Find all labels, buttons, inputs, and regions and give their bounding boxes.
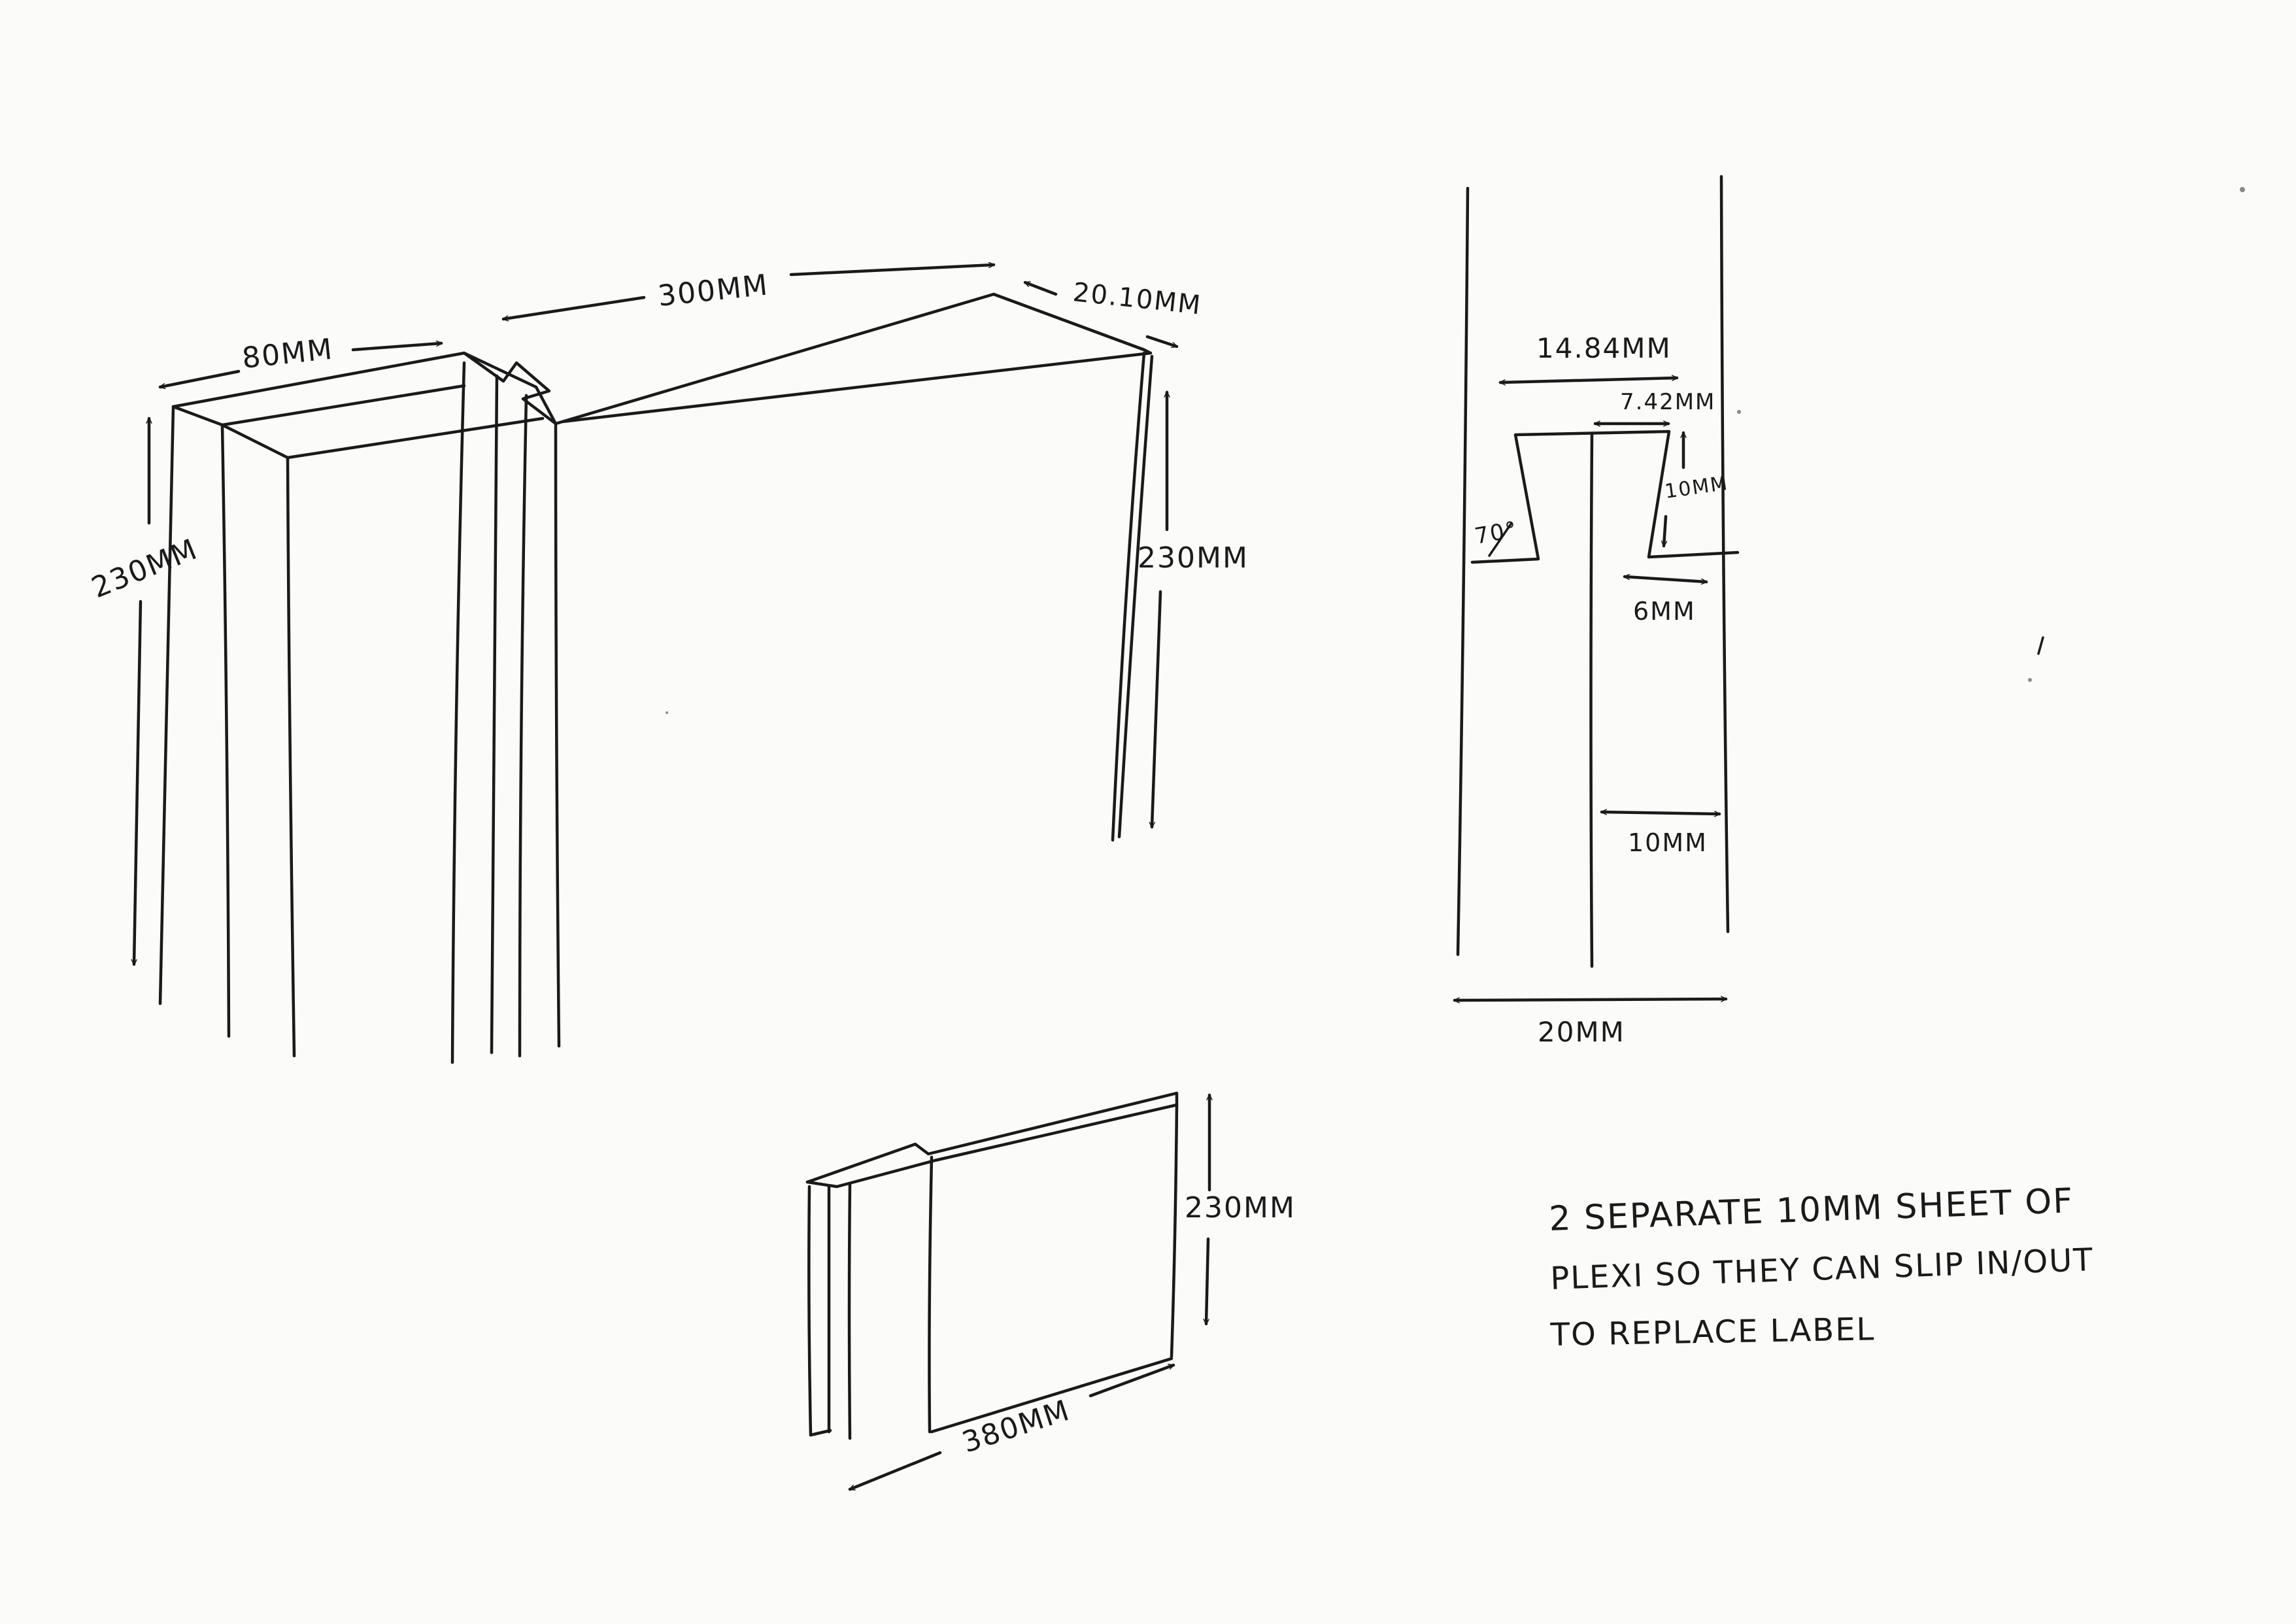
slot-lip-arrow (1623, 577, 1708, 582)
slot-outer-right-line (1719, 175, 1730, 934)
note: 2 SEPARATE 10MM SHEET OF PLEXI SO THEY C… (1548, 1181, 2094, 1353)
slot-detail: 14.84MM 7.42MM 10MM 70° 6MM 10MM 20MM (1453, 175, 1740, 1048)
plexi-edge-5 (1170, 1103, 1179, 1359)
slot-sheet-label: 10MM (1628, 828, 1708, 857)
frame-top-outline (171, 292, 1153, 426)
pencil-speck (2240, 187, 2245, 192)
frame-length-label: 300MM (656, 268, 770, 313)
slot-angle-tick (1488, 522, 1513, 557)
frame-height-left-label: 230MM (87, 532, 203, 605)
slot-opening-arrow (1498, 378, 1679, 382)
frame-edge-6 (518, 394, 528, 1058)
frame-top-back-edge (992, 292, 1146, 352)
frame-top-inner-edge (171, 384, 466, 427)
slot-center-line (1589, 433, 1594, 968)
frame-length-arrow-right (789, 265, 996, 277)
plexi-top-outline (805, 1091, 1179, 1184)
frame-sketch: 80MM 300MM 20.10MM 230MM 230MM (87, 265, 1249, 1064)
frame-depth-label: 20.10MM (1072, 277, 1203, 320)
plexi-bottom-edge (930, 1357, 1173, 1434)
frame-width-label: 80MM (241, 333, 335, 375)
frame-edge-3 (286, 456, 296, 1058)
frame-edge-right-1 (1111, 351, 1146, 842)
pencil-speck (1737, 410, 1741, 414)
slot-total-label: 20MM (1538, 1016, 1625, 1048)
slot-depth-arrow-down (1664, 515, 1668, 548)
plexi-length-label: 380MM (958, 1393, 1074, 1459)
frame-edge-7 (554, 422, 561, 1048)
plexi-height-arrow-down (1206, 1237, 1210, 1326)
frame-height-left-arrow-down (134, 600, 143, 966)
slot-depth-label: 10MM (1663, 472, 1730, 503)
plexi-edge-3 (847, 1183, 852, 1440)
note-line-1: 2 SEPARATE 10MM SHEET OF (1548, 1181, 2074, 1239)
frame-depth-arrow-top (1025, 280, 1058, 296)
plexi-edge-1 (807, 1185, 813, 1437)
frame-length-arrow-left (501, 296, 646, 319)
frame-top-front-edge (220, 416, 545, 460)
plexi-length-arrow-left (850, 1451, 942, 1491)
frame-width-arrow-right (351, 343, 443, 352)
slot-half-label: 7.42MM (1620, 389, 1715, 415)
pencil-speck (2028, 678, 2032, 682)
slot-outer-left-line (1456, 186, 1470, 956)
pencil-mark (2037, 636, 2044, 655)
plexi-top-inner-edge (805, 1103, 1179, 1189)
frame-notch (462, 351, 558, 426)
frame-depth-arrow-bottom (1145, 335, 1177, 347)
plexi-bottom-left (809, 1429, 832, 1437)
plexi-length-arrow-right (1089, 1363, 1173, 1398)
plexi-sheet-sketch: 230MM 380MM (805, 1091, 1296, 1491)
plexi-height-label: 230MM (1185, 1191, 1296, 1225)
note-line-2: PLEXI SO THEY CAN SLIP IN/OUT (1549, 1242, 2094, 1297)
slot-opening-label: 14.84MM (1536, 332, 1672, 364)
frame-edge-2 (220, 423, 231, 1038)
plexi-edge-4 (928, 1155, 934, 1434)
frame-width-arrow-left (158, 369, 241, 387)
slot-sheet-arrow (1600, 812, 1721, 814)
frame-height-right-arrow-down (1152, 590, 1162, 829)
frame-height-right-label: 230MM (1138, 541, 1249, 575)
frame-edge-right-2 (1117, 354, 1154, 839)
note-line-3: TO REPLACE LABEL (1549, 1311, 1876, 1353)
slot-lip-label: 6MM (1633, 597, 1696, 626)
frame-edge-1 (158, 405, 175, 1006)
frame-edge-4 (450, 361, 466, 1064)
pencil-speck (666, 711, 668, 714)
frame-edge-5 (490, 374, 499, 1055)
slot-dovetail-outline (1470, 430, 1740, 564)
slot-total-arrow (1453, 999, 1728, 1000)
